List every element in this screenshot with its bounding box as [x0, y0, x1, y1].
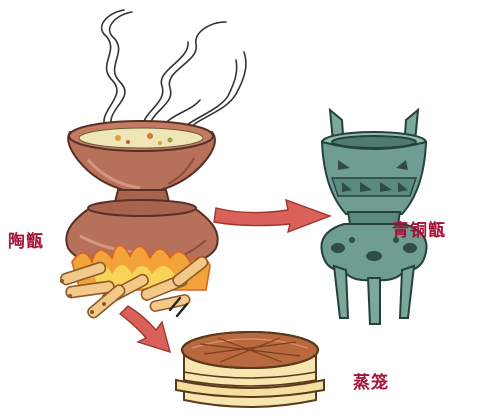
- arrow-right-icon: [213, 198, 333, 234]
- steam-icon: [100, 9, 247, 135]
- label-steamer: 蒸笼: [353, 373, 389, 393]
- arrow-down-icon: [118, 305, 172, 354]
- fire-icon: [60, 244, 211, 319]
- steamer-basket: [175, 331, 325, 408]
- label-bronze-yan: 青铜甑: [392, 221, 446, 241]
- equals-mark: [168, 296, 189, 318]
- label-clay-yan: 陶甑: [8, 232, 44, 252]
- bronze-yan-vessel: [320, 107, 428, 325]
